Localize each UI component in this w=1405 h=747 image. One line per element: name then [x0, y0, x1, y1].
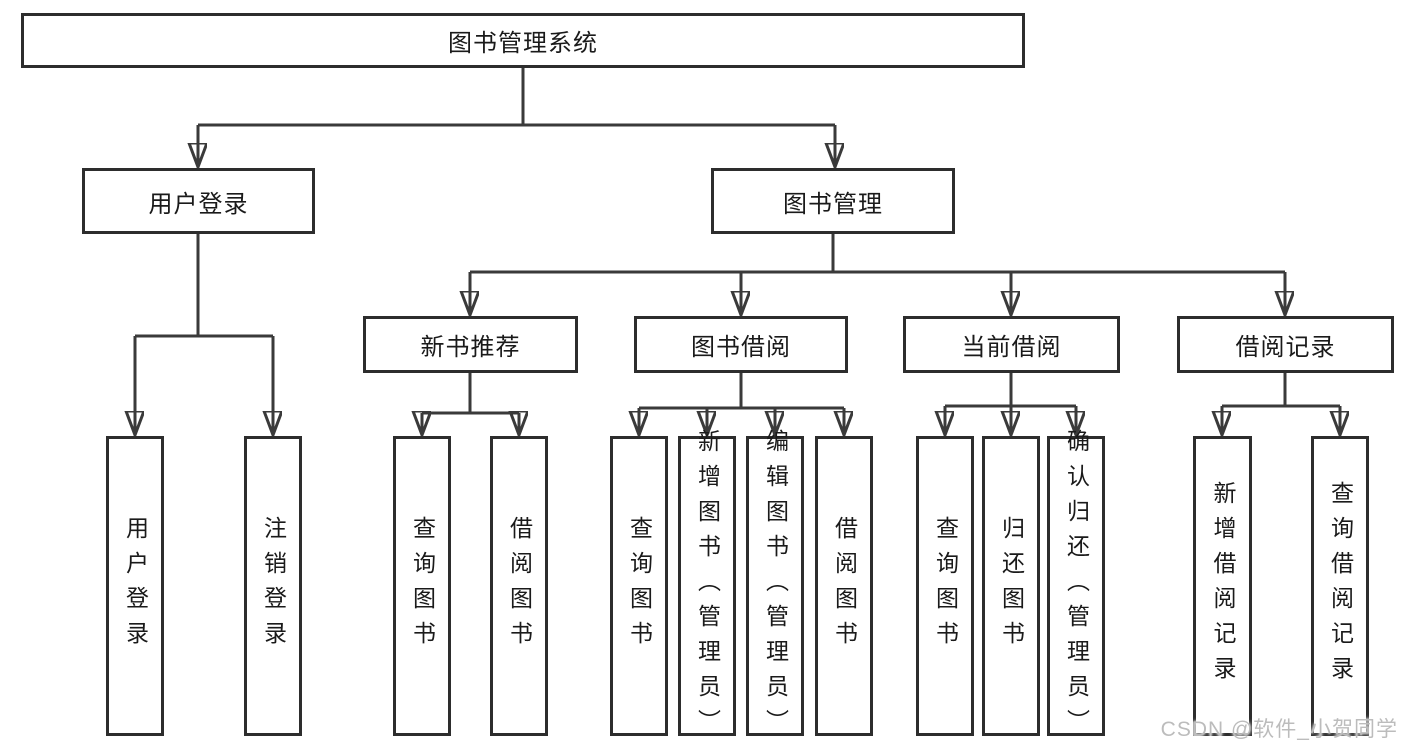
node-leaf-br-add-record: 新增借阅记录	[1193, 436, 1252, 736]
node-new-book-recommend: 新书推荐	[363, 316, 578, 373]
node-label: 新增借阅记录	[1210, 481, 1236, 691]
node-label: 借阅图书	[506, 516, 533, 656]
node-label: 用户登录	[122, 516, 149, 656]
node-leaf-bb-borrow-books: 借阅图书	[815, 436, 873, 736]
node-label: 查询图书	[932, 516, 959, 656]
watermark-text: CSDN @软件_小贺同学	[1160, 718, 1398, 741]
node-label: 归还图书	[998, 516, 1025, 656]
node-label: 确认归还（管理员）	[1063, 428, 1090, 744]
node-label: 查询借阅记录	[1327, 481, 1354, 691]
node-leaf-cb-query-books: 查询图书	[916, 436, 974, 736]
node-leaf-bb-add-books-admin: 新增图书（管理员）	[678, 429, 736, 744]
node-leaf-nb-query-books: 查询图书	[393, 436, 451, 736]
node-book-borrowing: 图书借阅	[634, 316, 848, 373]
node-book-management: 图书管理	[711, 168, 955, 234]
node-label: 查询图书	[409, 516, 436, 656]
node-user-login: 用户登录	[82, 168, 315, 234]
node-leaf-cb-confirm-return-admin: 确认归还（管理员）	[1047, 429, 1105, 744]
node-label: 查询图书	[626, 516, 653, 656]
node-leaf-user-login: 用户登录	[106, 436, 164, 736]
node-leaf-cb-return-books: 归还图书	[982, 436, 1040, 736]
node-label: 注销登录	[260, 516, 287, 656]
node-leaf-br-query-record: 查询借阅记录	[1311, 436, 1369, 736]
node-label: 编辑图书（管理员）	[762, 428, 789, 744]
node-borrowing-records: 借阅记录	[1177, 316, 1394, 373]
node-label: 新增图书（管理员）	[694, 428, 721, 744]
node-current-borrowing: 当前借阅	[903, 316, 1120, 373]
node-leaf-logout: 注销登录	[244, 436, 302, 736]
node-label: 借阅图书	[831, 516, 858, 656]
node-leaf-bb-edit-books-admin: 编辑图书（管理员）	[746, 429, 804, 744]
node-leaf-bb-query-books: 查询图书	[610, 436, 668, 736]
node-root-library-system: 图书管理系统	[21, 13, 1025, 68]
node-leaf-nb-borrow-books: 借阅图书	[490, 436, 548, 736]
